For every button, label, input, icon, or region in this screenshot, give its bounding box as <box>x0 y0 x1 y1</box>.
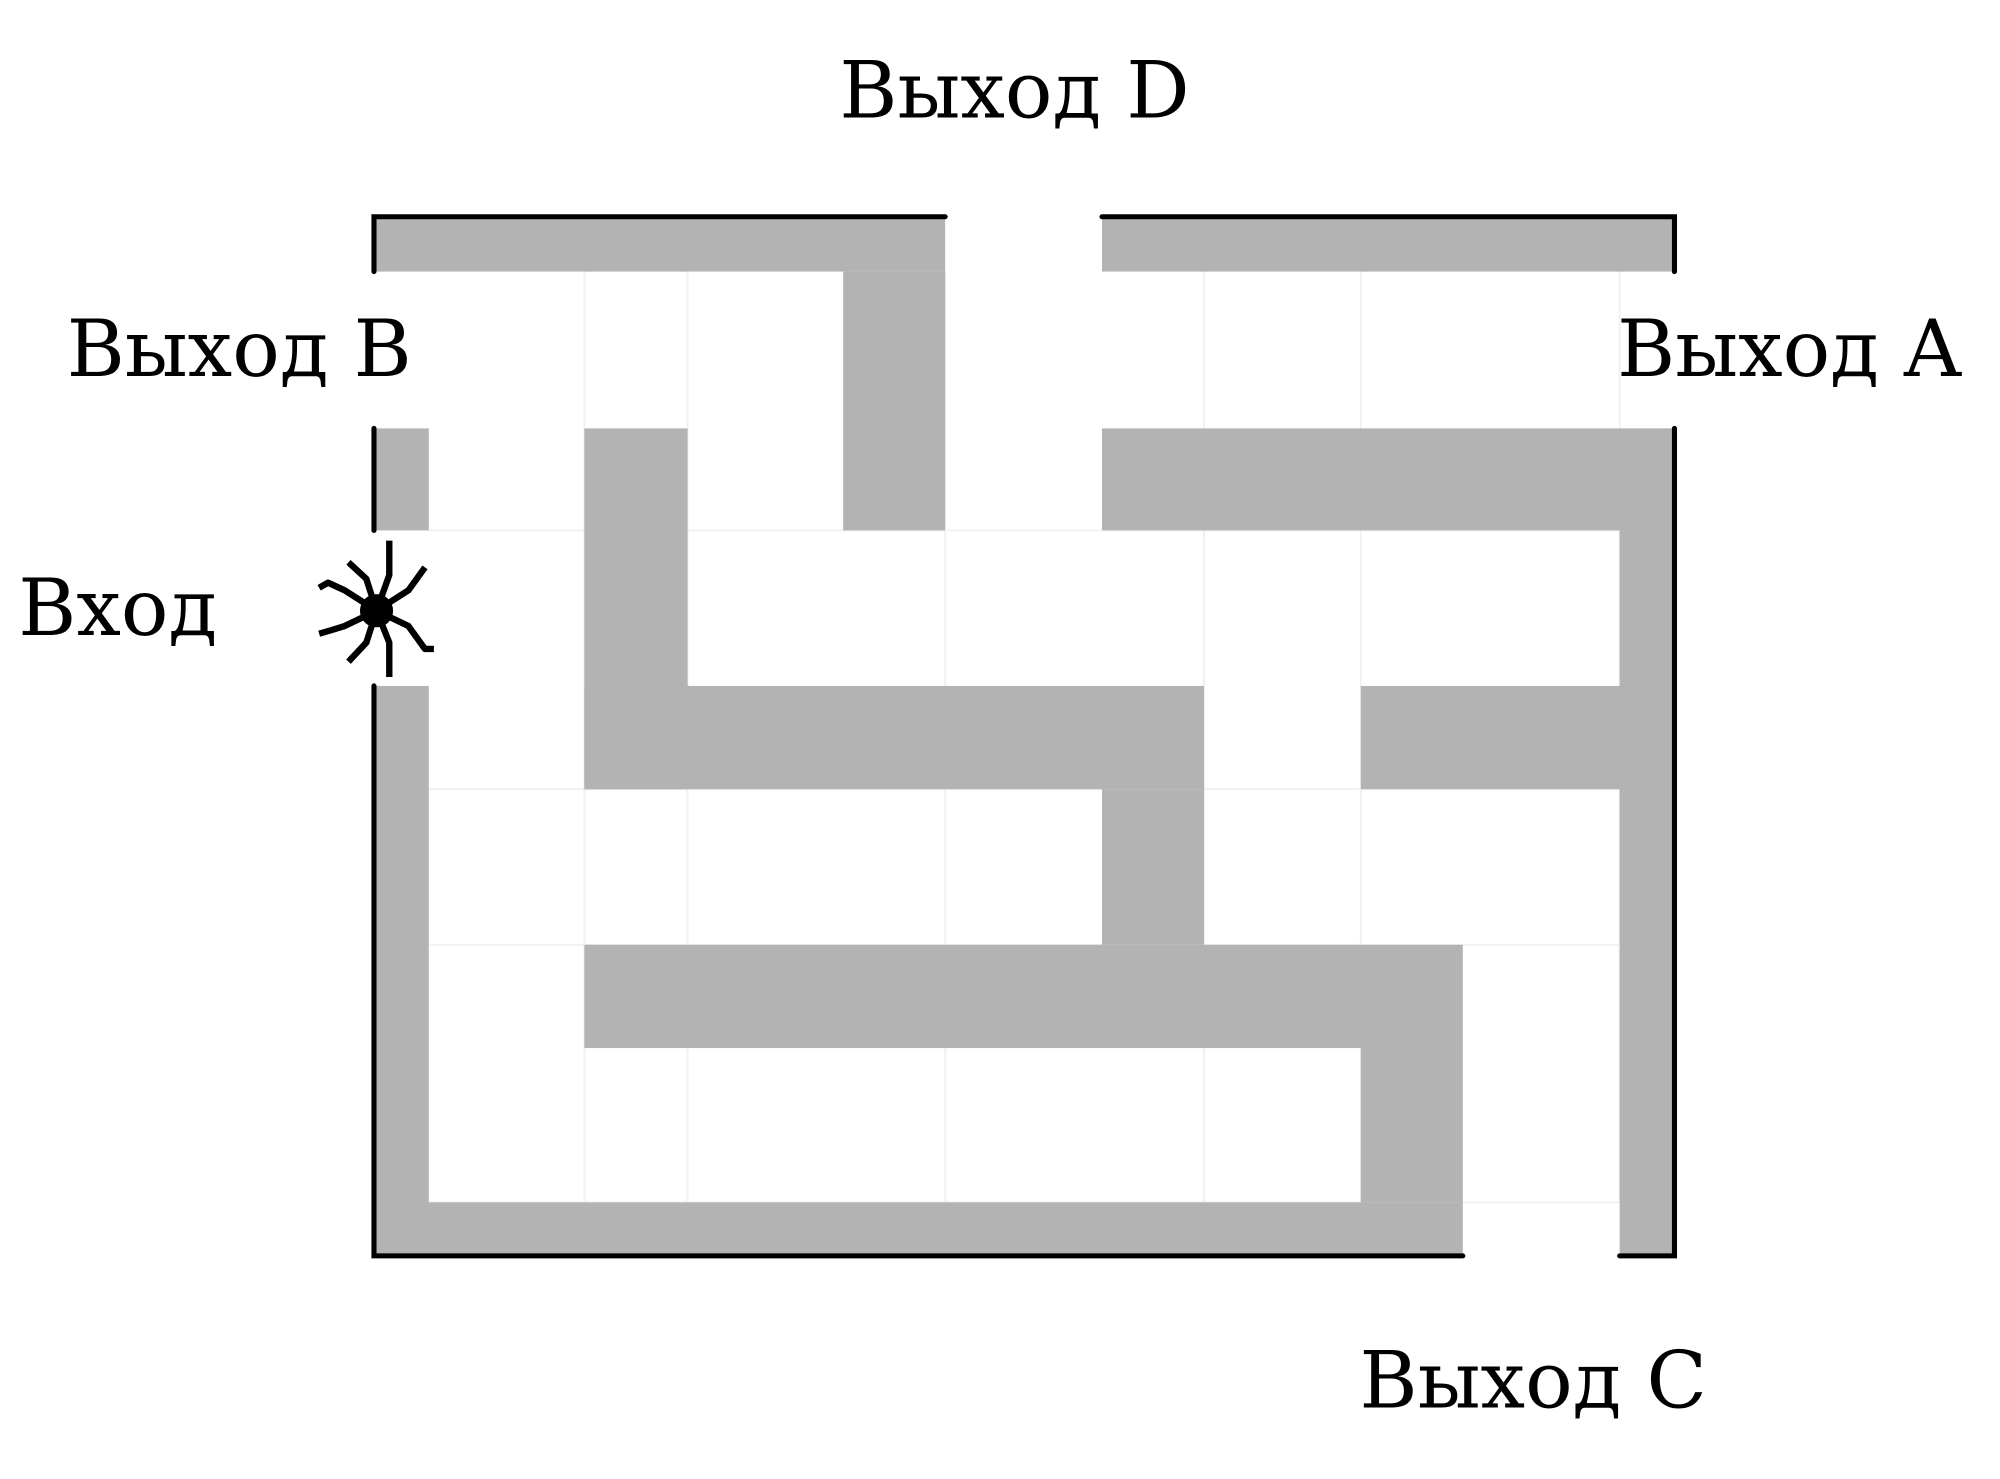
exit-a-label: Выход A <box>1617 303 1962 395</box>
exit-d-label: Выход D <box>839 44 1189 136</box>
exit-b-label: Выход B <box>67 303 412 395</box>
exit-c-label: Выход C <box>1360 1335 1707 1427</box>
maze-walls <box>373 216 1675 1256</box>
entrance-label: Вход <box>18 562 217 654</box>
spider-icon <box>317 540 434 678</box>
maze-border <box>371 214 1678 1259</box>
